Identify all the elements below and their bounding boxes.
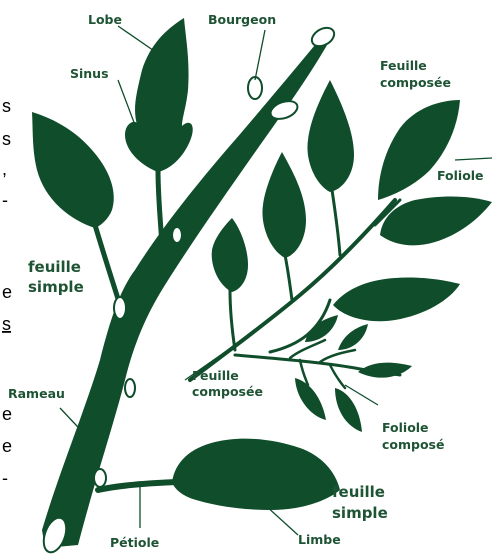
edge-fragment: e xyxy=(2,282,12,302)
label-feuille-composee-mid-2: composée xyxy=(192,384,263,399)
edge-fragment: - xyxy=(2,468,8,488)
bud-upper xyxy=(248,77,262,99)
label-rameau: Rameau xyxy=(8,386,65,401)
edge-fragment: , xyxy=(2,159,7,179)
bud-mid xyxy=(172,227,182,243)
label-bourgeon: Bourgeon xyxy=(208,12,276,27)
label-lobe: Lobe xyxy=(88,12,122,27)
foliole-leader xyxy=(455,158,492,160)
edge-fragment: e xyxy=(2,436,12,456)
cropped-text-fragments: s s , - e s e e - xyxy=(2,96,12,488)
edge-fragment: s xyxy=(2,129,11,149)
label-foliole-compose-1: Foliole xyxy=(382,420,429,435)
label-sinus: Sinus xyxy=(70,66,109,81)
label-feuille-simple-bottom-1: feuille xyxy=(332,483,385,501)
compound-leaf-upper xyxy=(190,80,492,380)
bud-bottom xyxy=(94,469,106,487)
label-feuille-simple-bottom-2: simple xyxy=(332,504,388,522)
compound-leaf-lower xyxy=(235,277,460,432)
label-feuille-simple-left-2: simple xyxy=(28,278,84,296)
edge-fragment: s xyxy=(2,314,11,334)
label-foliole: Foliole xyxy=(437,168,484,183)
bud-left xyxy=(114,297,126,319)
label-limbe: Limbe xyxy=(298,532,341,547)
edge-fragment: s xyxy=(2,96,11,116)
edge-fragment: - xyxy=(2,190,8,210)
label-feuille-simple-left-1: feuille xyxy=(28,258,81,276)
label-feuille-composee-top-2: composée xyxy=(380,75,451,90)
simple-leaf-left xyxy=(32,112,120,305)
bud-low xyxy=(125,379,135,397)
lobe-leader xyxy=(118,26,160,55)
sinus-leader xyxy=(118,80,135,125)
label-petiole: Pétiole xyxy=(110,535,159,550)
label-foliole-compose-2: composé xyxy=(382,437,444,452)
edge-fragment: e xyxy=(2,404,12,424)
bud-terminal xyxy=(309,24,338,50)
label-feuille-composee-mid-1: Feuille xyxy=(192,368,239,383)
bourgeon-leader xyxy=(255,30,265,80)
label-feuille-composee-top-1: Feuille xyxy=(380,58,427,73)
